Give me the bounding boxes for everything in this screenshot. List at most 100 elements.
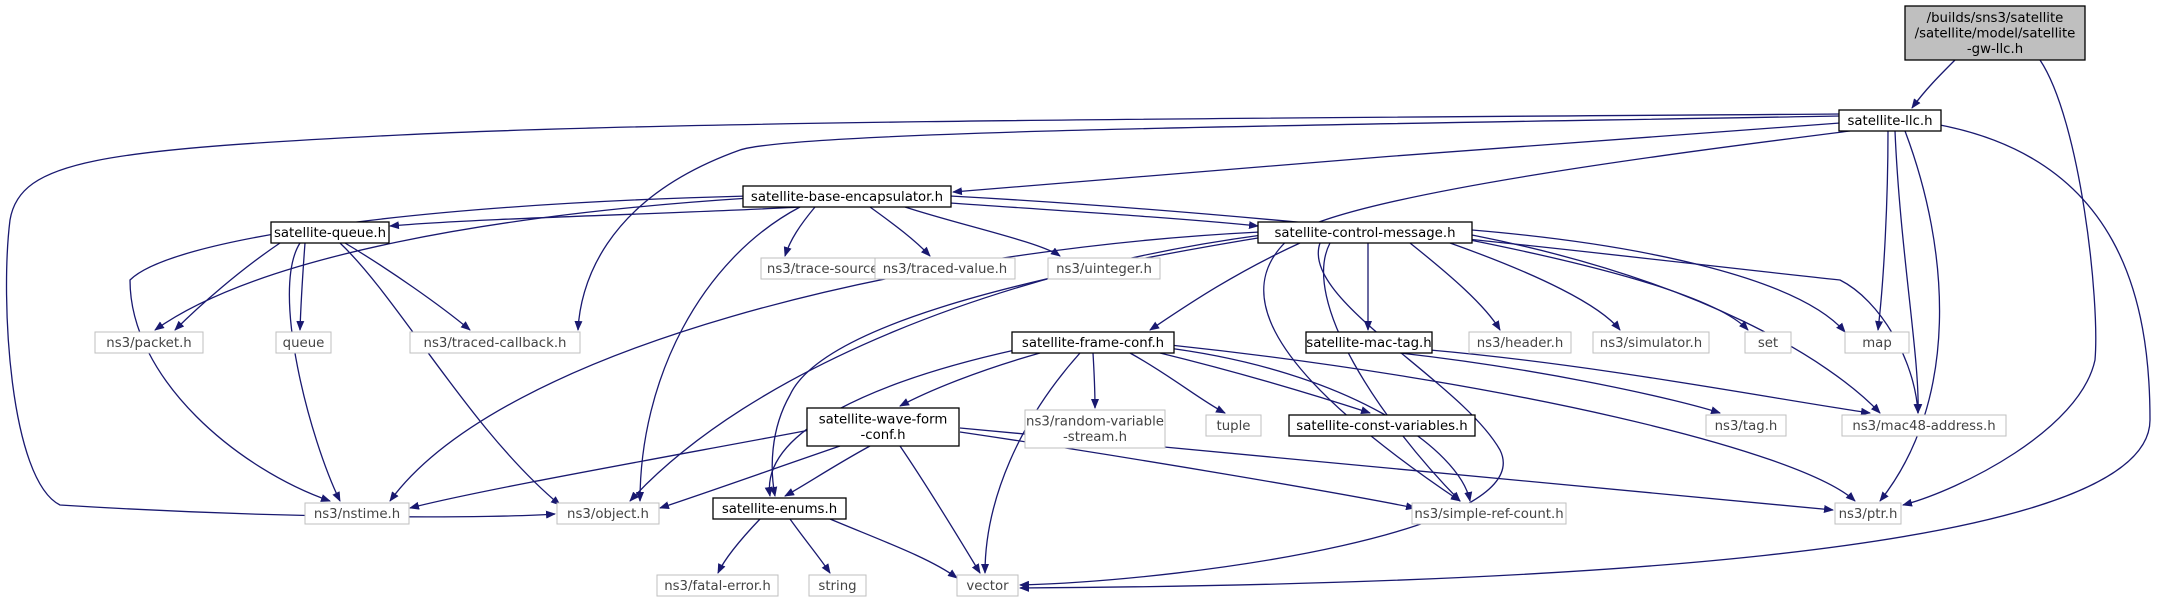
edge-benc-to-packet: [154, 197, 751, 331]
node-tuple: tuple: [1205, 414, 1262, 437]
edge-root-to-llc: [1911, 59, 1956, 109]
node-box: [409, 331, 581, 354]
node-label: -gw-llc.h: [1967, 42, 2023, 57]
edge-mactag-to-tag: [1399, 352, 1721, 415]
node-box: [304, 502, 410, 525]
node-frame[interactable]: satellite-frame-conf.h: [1011, 331, 1175, 354]
node-queue[interactable]: satellite-queue.h: [270, 221, 390, 244]
edge-frame-to-rvs: [1090, 352, 1099, 409]
node-label: ns3/simulator.h: [1600, 336, 1702, 351]
edge-enums-to-vector: [829, 518, 958, 579]
node-tag: ns3/tag.h: [1705, 414, 1787, 437]
node-uint: ns3/uinteger.h: [1047, 257, 1161, 280]
node-box: [1841, 414, 2007, 437]
edge-benc-to-tv: [869, 206, 931, 257]
node-box: [1834, 502, 1902, 525]
node-label: ns3/packet.h: [106, 336, 191, 351]
node-enums[interactable]: satellite-enums.h: [712, 497, 847, 520]
edge-queue-to-nstime: [288, 242, 341, 502]
node-constv[interactable]: satellite-const-variables.h: [1288, 414, 1476, 437]
node-packet: ns3/packet.h: [94, 331, 204, 354]
node-root[interactable]: /builds/sns3/satellite/satellite/model/s…: [1904, 5, 2086, 61]
node-box: [1024, 409, 1166, 449]
edge-benc-to-nstime: [129, 195, 749, 502]
node-label: ns3/tag.h: [1715, 419, 1778, 434]
node-mac48: ns3/mac48-address.h: [1841, 414, 2007, 437]
node-label: ns3/simple-ref-count.h: [1414, 507, 1563, 522]
edge-frame-to-ptr: [1169, 344, 1856, 502]
edge-llc-to-tcb: [574, 115, 1841, 331]
node-box: [94, 331, 204, 354]
edge-ctrl-to-set: [1469, 239, 1749, 331]
node-box: [1011, 331, 1175, 354]
node-box: [956, 574, 1019, 597]
node-box: [270, 221, 390, 244]
node-label: set: [1758, 336, 1778, 351]
edge-ctrl-to-map: [1471, 229, 1846, 333]
edge-llc-to-src: [1263, 130, 1851, 502]
edge-wave-to-vector: [899, 445, 981, 574]
node-label: ns3/traced-callback.h: [424, 336, 567, 351]
node-string: string: [808, 574, 867, 597]
edge-ctrl-to-mac48: [1471, 234, 1881, 414]
node-label: satellite-llc.h: [1847, 114, 1932, 129]
edge-queue-to-packet: [174, 242, 281, 331]
node-nstime: ns3/nstime.h: [304, 502, 410, 525]
edge-frame-to-src: [1159, 346, 1473, 502]
node-box: [1257, 221, 1473, 244]
node-box: [1411, 502, 1567, 525]
edge-ctrl-to-object: [629, 234, 1263, 502]
edge-benc-to-object: [636, 206, 801, 502]
node-box: [275, 331, 332, 354]
node-label: ns3/uinteger.h: [1056, 262, 1152, 277]
node-label: satellite-control-message.h: [1274, 226, 1455, 241]
node-label: ns3/traced-value.h: [883, 262, 1007, 277]
node-label: ns3/ptr.h: [1839, 507, 1898, 522]
node-box: [1838, 109, 1942, 132]
edge-llc-to-benc: [952, 122, 1841, 196]
node-label: satellite-frame-conf.h: [1022, 336, 1164, 351]
node-label: satellite-const-variables.h: [1296, 419, 1467, 434]
edge-wave-to-enums: [784, 445, 871, 497]
edge-frame-to-wave: [899, 352, 1041, 407]
node-box: [556, 502, 660, 525]
node-label: /satellite/model/satellite: [1915, 26, 2076, 41]
node-box: [1047, 257, 1161, 280]
edge-queue-to-tcb: [344, 242, 471, 331]
node-label: vector: [966, 579, 1009, 594]
node-label: -conf.h: [860, 428, 905, 443]
node-label: ns3/nstime.h: [314, 507, 400, 522]
node-llc[interactable]: satellite-llc.h: [1838, 109, 1942, 132]
node-label: ns3/random-variable: [1026, 415, 1164, 430]
node-label: map: [1862, 336, 1892, 351]
edge-benc-to-tsa: [783, 206, 816, 257]
edge-llc-to-mac48: [1894, 130, 1923, 414]
edge-llc-to-vector: [1019, 124, 2151, 592]
node-src: ns3/simple-ref-count.h: [1411, 502, 1567, 525]
node-header: ns3/header.h: [1468, 331, 1572, 354]
node-wave[interactable]: satellite-wave-form-conf.h: [806, 407, 960, 447]
node-mactag[interactable]: satellite-mac-tag.h: [1305, 331, 1433, 354]
node-label: ns3/header.h: [1477, 336, 1564, 351]
edge-llc-to-object: [5, 113, 1841, 519]
node-tv: ns3/traced-value.h: [874, 257, 1016, 280]
node-benc[interactable]: satellite-base-encapsulator.h: [742, 185, 952, 208]
node-label: satellite-base-encapsulator.h: [751, 190, 943, 205]
node-rvs: ns3/random-variable-stream.h: [1024, 409, 1166, 449]
node-box: [656, 574, 779, 597]
node-label: ns3/fatal-error.h: [664, 579, 771, 594]
edge-queue-to-object: [339, 242, 561, 506]
node-ctrl[interactable]: satellite-control-message.h: [1257, 221, 1473, 244]
node-label: ns3/mac48-address.h: [1852, 419, 1995, 434]
node-sim: ns3/simulator.h: [1592, 331, 1710, 354]
edge-frame-to-vector: [981, 352, 1081, 574]
edge-frame-to-constv: [1159, 352, 1371, 415]
edge-benc-to-mac48: [949, 195, 1922, 414]
node-queue_std: queue: [275, 331, 332, 354]
node-set: set: [1744, 331, 1792, 354]
edge-wave-to-nstime: [409, 429, 811, 510]
edge-ctrl-to-src: [1323, 242, 1461, 502]
node-label: queue: [283, 336, 325, 351]
edge-root-to-ptr: [1902, 59, 2097, 507]
